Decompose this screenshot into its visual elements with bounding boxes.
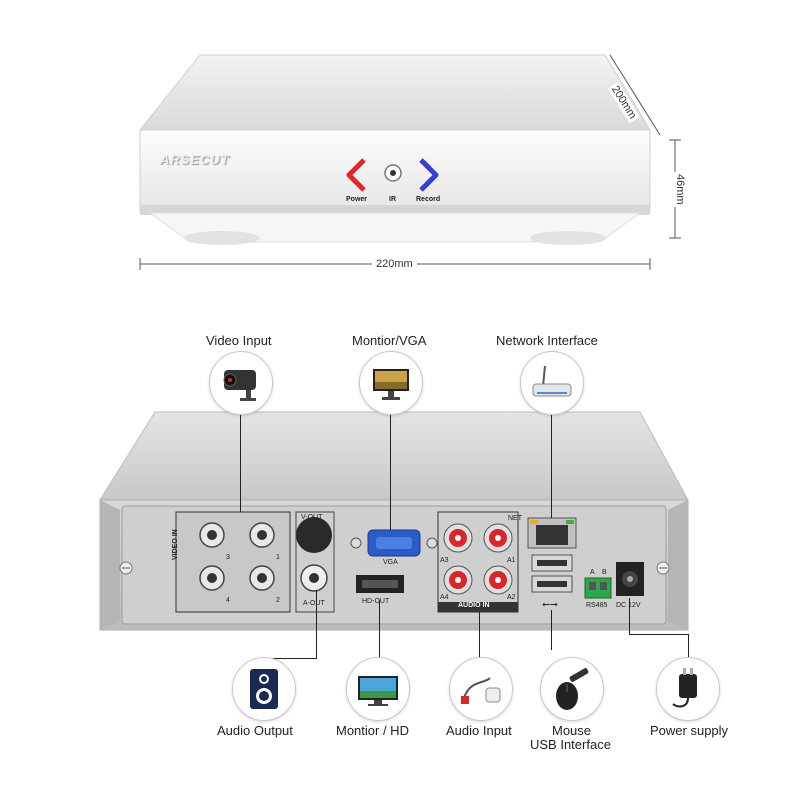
dvr-front-illustration	[138, 54, 681, 270]
tv-icon	[358, 676, 398, 706]
hd-out-label: HD-OUT	[362, 598, 390, 605]
monitor-icon	[373, 369, 409, 400]
connector-vga	[390, 400, 391, 530]
audio-in-label: AUDIO IN	[458, 602, 490, 609]
video-input-callout	[209, 351, 273, 415]
channel-4-label: 4	[226, 597, 230, 604]
camera-icon	[223, 370, 256, 401]
connector-power-v2	[688, 634, 689, 658]
vga-monitor-label: Montior/VGA	[352, 333, 427, 348]
connector-audio-output-h	[264, 658, 317, 659]
connector-usb	[551, 610, 552, 650]
usb-mouse-callout	[540, 657, 604, 721]
svg-text:⭠⭢: ⭠⭢	[542, 599, 558, 610]
dc-label: DC 12V	[616, 602, 641, 609]
video-in-label: VIDEO IN	[172, 529, 179, 560]
audio-input-callout	[449, 657, 513, 721]
network-interface-callout	[520, 351, 584, 415]
connector-audio-input	[479, 612, 480, 658]
record-arrow	[419, 158, 439, 192]
power-supply-label: Power supply	[650, 723, 729, 738]
brand-logo: ARSECUT	[160, 152, 230, 167]
channel-2-label: 2	[276, 597, 280, 604]
rs485-a-label: A	[590, 569, 595, 576]
audio-a1-label: A1	[507, 557, 516, 564]
record-label: Record	[416, 196, 441, 203]
connector-power-h	[629, 634, 689, 635]
usb-interface-label: USB Interface	[530, 737, 611, 752]
rear-view: ⭠⭢ VIDEO IN 3 1 4 2 V-OUT A-OUT VGA HD-O…	[0, 400, 800, 660]
rs485-b-label: B	[602, 569, 607, 576]
net-label: NET	[508, 515, 522, 522]
hd-monitor-label: Montior / HD	[336, 723, 409, 738]
power-adapter-icon	[672, 668, 697, 708]
audio-input-label: Audio Input	[446, 723, 512, 738]
ir-label: IR	[389, 196, 396, 203]
connector-power	[629, 598, 630, 634]
channel-3-label: 3	[226, 554, 230, 561]
connector-hd	[379, 600, 380, 658]
power-arrow	[346, 158, 366, 192]
front-view: ARSECUT Power IR Record 220mm 200mm 46mm	[0, 0, 800, 290]
width-dimension: 220mm	[372, 258, 417, 270]
power-supply-callout	[656, 657, 720, 721]
network-interface-label: Network Interface	[496, 333, 598, 348]
connector-video-input	[240, 400, 241, 512]
audio-a4-label: A4	[440, 594, 449, 601]
a-out-label: A-OUT	[303, 600, 325, 607]
channel-1-label: 1	[276, 554, 280, 561]
hd-monitor-callout	[346, 657, 410, 721]
audio-a3-label: A3	[440, 557, 449, 564]
connector-audio-output	[316, 590, 317, 658]
height-dimension: 46mm	[674, 172, 686, 207]
mouse-label: Mouse	[552, 723, 592, 738]
video-input-label: Video Input	[206, 333, 272, 348]
dvr-rear-illustration: ⭠⭢	[99, 411, 689, 631]
mouse-icon	[556, 668, 589, 710]
v-out-label: V-OUT	[301, 514, 323, 521]
power-label: Power	[346, 196, 368, 203]
vga-monitor-callout	[359, 351, 423, 415]
speaker-icon	[250, 669, 278, 709]
microphone-icon	[461, 677, 501, 704]
audio-output-callout	[232, 657, 296, 721]
vga-label: VGA	[383, 559, 398, 566]
router-icon	[532, 365, 572, 397]
rs485-label: RS485	[586, 602, 608, 609]
audio-output-label: Audio Output	[217, 723, 293, 738]
connector-network	[551, 400, 552, 518]
audio-a2-label: A2	[507, 594, 516, 601]
